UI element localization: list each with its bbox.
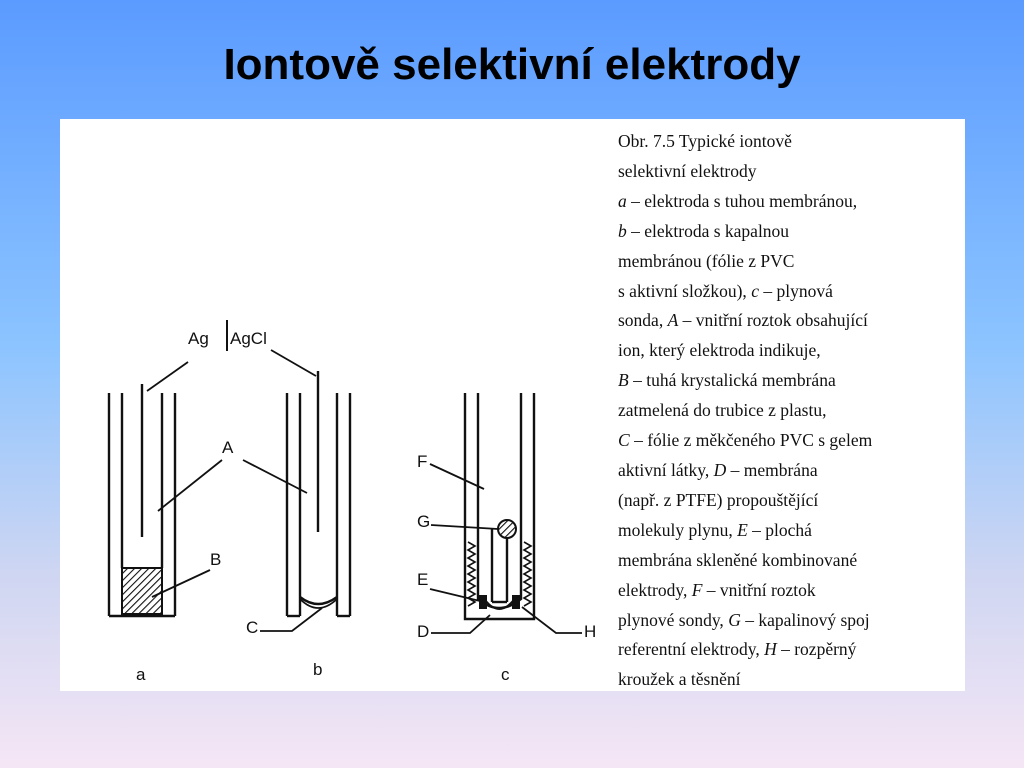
caption-line: kroužek a těsnění (618, 665, 963, 695)
caption-segment: zatmelená do trubice z plastu, (618, 400, 827, 421)
caption-segment: – fólie z měkčeného PVC s gelem (629, 430, 873, 451)
subcaption-a: a (136, 665, 146, 684)
caption-segment: selektivní elektrody (618, 160, 757, 181)
seal-left (479, 595, 487, 609)
caption-segment: a (618, 190, 627, 211)
caption-segment: – rozpěrný (776, 639, 857, 660)
caption-segment: F (691, 579, 703, 600)
caption-line: selektivní elektrody (618, 157, 963, 187)
caption-segment: D (713, 459, 727, 480)
caption-line: elektrody, F – vnitřní roztok (618, 576, 963, 606)
caption-line: referentní elektrody, H – rozpěrný (618, 635, 963, 665)
caption-line: ion, který elektroda indikuje, (618, 336, 963, 366)
label-ag: Ag (188, 329, 209, 348)
caption-line: plynové sondy, G – kapalinový spoj (618, 606, 963, 636)
caption-segment: – membrána (726, 459, 818, 480)
caption-line: membrána skleněné kombinované (618, 546, 963, 576)
caption-segment: s aktivní složkou), (618, 280, 752, 301)
subcaption-b: b (313, 660, 322, 679)
caption-segment: G (728, 609, 741, 630)
caption-segment: c (751, 280, 759, 301)
caption-segment: – elektroda s kapalnou (626, 220, 790, 241)
caption-segment: sonda, (618, 310, 668, 331)
caption-segment: membránou (fólie z PVC (618, 250, 795, 271)
ag-agcl-leaders (146, 349, 317, 392)
caption-line: membránou (fólie z PVC (618, 247, 963, 277)
caption-line: (např. z PTFE) propouštějící (618, 486, 963, 516)
label-e: E (417, 570, 428, 589)
caption-segment: E (737, 519, 748, 540)
caption-segment: elektrody, (618, 579, 692, 600)
caption-segment: – elektroda s tuhou membránou, (626, 190, 858, 211)
spring-right (522, 541, 533, 607)
caption-segment: H (764, 639, 777, 660)
label-agcl: AgCl (230, 329, 267, 348)
caption-segment: aktivní látky, (618, 459, 714, 480)
caption-line: b – elektroda s kapalnou (618, 217, 963, 247)
electrode-a (107, 384, 177, 618)
caption-segment: – tuhá krystalická membrána (628, 370, 836, 391)
subcaption-c: c (501, 665, 510, 684)
caption-segment: (např. z PTFE) propouštějící (618, 489, 819, 510)
a-leaders (157, 459, 308, 512)
liquid-junction-g (497, 519, 517, 539)
pvc-foil-c (299, 596, 338, 606)
caption-segment: C (618, 430, 630, 451)
electrode-c (463, 393, 536, 621)
caption-line: a – elektroda s tuhou membránou, (618, 187, 963, 217)
caption-segment: – kapalinový spoj (740, 609, 870, 630)
caption-line: molekuly plynu, E – plochá (618, 516, 963, 546)
caption-segment: Obr. 7.5 Typické iontově (618, 131, 792, 151)
caption-line: B – tuhá krystalická membrána (618, 366, 963, 396)
caption-segment: molekuly plynu, (618, 519, 738, 540)
caption-segment: B (618, 370, 629, 391)
spring-left (466, 541, 477, 607)
caption-segment: – vnitřní roztok (702, 579, 816, 600)
figure-caption: Obr. 7.5 Typické iontově selektivní elekt… (618, 127, 963, 695)
caption-segment: kroužek a těsnění (618, 669, 741, 690)
label-a-solution: A (222, 438, 234, 457)
caption-segment: – plochá (747, 519, 812, 540)
caption-segment: A (667, 310, 679, 331)
caption-segment: plynové sondy, (618, 609, 729, 630)
caption-segment: membrána skleněné kombinované (618, 549, 858, 570)
caption-line: Obr. 7.5 Typické iontově (618, 127, 963, 157)
label-g: G (417, 512, 430, 531)
label-f: F (417, 452, 427, 471)
label-d: D (417, 622, 429, 641)
caption-segment: – plynová (758, 280, 833, 301)
figure-panel: Ag AgCl A B C (60, 119, 965, 691)
caption-segment: referentní elektrody, (618, 639, 765, 660)
caption-line: s aktivní složkou), c – plynová (618, 277, 963, 307)
caption-segment: – vnitřní roztok obsahující (678, 310, 868, 331)
label-c-foil: C (246, 618, 258, 637)
slide-title: Iontově selektivní elektrody (223, 40, 801, 89)
label-b-membrane: B (210, 550, 221, 569)
caption-line: aktivní látky, D – membrána (618, 456, 963, 486)
caption-line: C – fólie z měkčeného PVC s gelem (618, 426, 963, 456)
caption-segment: ion, který elektroda indikuje, (618, 340, 821, 361)
caption-segment: b (618, 220, 627, 241)
electrode-diagram: Ag AgCl A B C (107, 320, 596, 684)
label-h: H (584, 622, 596, 641)
seal-right (512, 595, 520, 609)
crystal-membrane-b (121, 567, 163, 615)
electrode-b (285, 371, 352, 618)
caption-line: zatmelená do trubice z plastu, (618, 396, 963, 426)
caption-line: sonda, A – vnitřní roztok obsahující (618, 306, 963, 336)
